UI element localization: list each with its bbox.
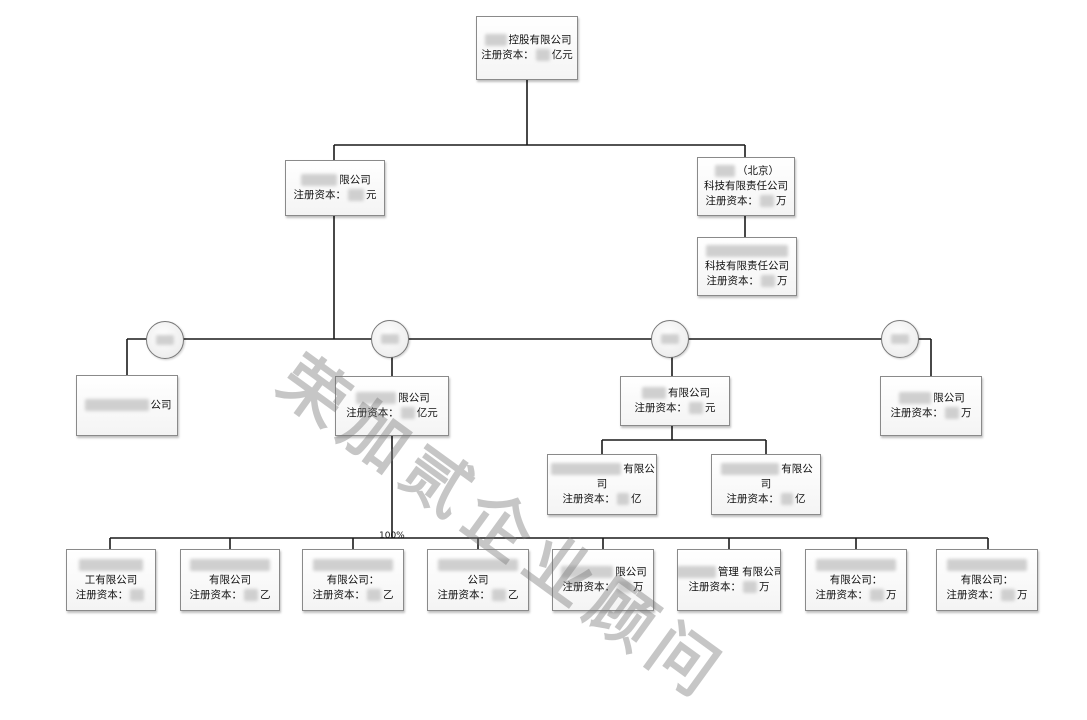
reg-capital-label: 注册资本： (346, 407, 399, 419)
bottom-company-3-name: 有限公司： (326, 573, 380, 586)
level2-c-name: 有限公司 (668, 387, 710, 399)
level1-left-box[interactable]: 限公司 注册资本： 元 (285, 160, 385, 216)
level2-c-box[interactable]: 有限公司 注册资本： 元 (620, 376, 730, 426)
bottom-company-8-unit: 万 (1017, 588, 1028, 601)
bottom-company-3-unit: 乙 (383, 588, 394, 601)
level3-left-box[interactable]: 有限公 司 注册资本： 亿 (547, 454, 657, 515)
reg-capital-label: 注册资本： (75, 588, 129, 601)
reg-capital-label: 注册资本： (634, 402, 688, 414)
level3-left-capital-unit: 亿 (631, 493, 642, 505)
level1-right-child-capital-unit: 万 (777, 275, 788, 287)
shareholding-circle (881, 320, 919, 358)
level2-b-name: 限公司 (398, 392, 430, 404)
bottom-company-7-unit: 万 (886, 588, 897, 601)
level1-right-capital-unit: 万 (776, 195, 787, 207)
shareholding-circle (651, 320, 689, 358)
reg-capital-label: 注册资本： (815, 588, 869, 601)
bottom-company-6[interactable]: 管理 有限公司 注册资本： 万 (677, 549, 781, 611)
reg-capital-label: 注册资本： (562, 581, 616, 593)
bottom-company-4-name: 公司 (467, 573, 489, 586)
reg-capital-label: 注册资本： (726, 493, 780, 505)
level1-left-capital-unit: 元 (366, 189, 377, 201)
bottom-company-1[interactable]: 工有限公司 注册资本： (66, 549, 156, 611)
bottom-company-2[interactable]: 有限公司 注册资本： 乙 (180, 549, 280, 611)
level2-c-capital-unit: 元 (705, 402, 716, 414)
bottom-company-6-unit: 万 (759, 581, 770, 593)
bottom-company-8[interactable]: 有限公司： 注册资本： 万 (936, 549, 1038, 611)
bottom-company-8-name: 有限公司： (960, 573, 1014, 586)
bottom-company-5-unit: 万 (633, 581, 644, 593)
reg-capital-label: 注册资本： (688, 581, 742, 593)
bottom-company-5[interactable]: 限公司 注册资本： 万 (552, 549, 654, 611)
bottom-company-2-name: 有限公司 (209, 573, 251, 586)
percent-label: 100% (379, 531, 405, 541)
level1-right-name: 科技有限责任公司 (704, 180, 788, 192)
level3-right-box[interactable]: 有限公 司 注册资本： 亿 (711, 454, 821, 515)
level2-d-name: 限公司 (933, 392, 965, 404)
shareholding-circle (146, 321, 184, 359)
level2-d-box[interactable]: 限公司 注册资本： 万 (880, 376, 982, 436)
bottom-company-1-name: 工有限公司 (84, 573, 138, 586)
shareholding-circle (371, 320, 409, 358)
reg-capital-label: 注册资本： (189, 588, 243, 601)
bottom-company-4-unit: 乙 (508, 588, 519, 601)
level1-right-name-part: （北京） (737, 165, 779, 177)
bottom-company-6-name: 管理 有限公司 (717, 566, 781, 578)
level2-d-capital-unit: 万 (961, 407, 972, 419)
level1-right-box[interactable]: （北京） 科技有限责任公司 注册资本： 万 (697, 157, 795, 216)
level3-right-name-2: 司 (760, 478, 772, 490)
bottom-company-7-name: 有限公司： (829, 573, 883, 586)
bottom-company-5-name: 限公司 (615, 566, 647, 578)
level2-b-capital-unit: 亿元 (416, 407, 438, 419)
reg-capital-label: 注册资本： (890, 407, 944, 419)
level1-left-name: 限公司 (339, 174, 371, 186)
level2-a-name: 公司 (150, 399, 172, 411)
root-company-box[interactable]: 控股有限公司 注册资本： 亿元 (476, 16, 578, 80)
reg-capital-label: 注册资本： (312, 588, 366, 601)
bottom-company-4[interactable]: 公司 注册资本： 乙 (427, 549, 529, 611)
level3-right-name: 有限公 (781, 463, 813, 475)
level3-right-capital-unit: 亿 (795, 493, 806, 505)
bottom-company-3[interactable]: 有限公司： 注册资本： 乙 (302, 549, 404, 611)
org-chart: 控股有限公司 注册资本：亿元 限公司 注册资本：元 （北京） 科技有限责任公司 … (66, 16, 1038, 716)
level2-b-box[interactable]: 限公司 注册资本： 亿元 (335, 376, 449, 436)
reg-capital-label: 注册资本： (946, 588, 1000, 601)
level2-a-box[interactable]: 公司 (76, 375, 178, 436)
root-capital-unit: 亿元 (551, 49, 573, 61)
root-company-name: 控股有限公司 (508, 34, 572, 46)
level1-right-child-name: 科技有限责任公司 (705, 260, 789, 272)
level1-right-child-box[interactable]: 科技有限责任公司 注册资本： 万 (697, 237, 797, 296)
bottom-company-2-unit: 乙 (260, 588, 271, 601)
reg-capital-label: 注册资本： (437, 588, 491, 601)
level3-left-name: 有限公 (623, 463, 655, 475)
reg-capital-label: 注册资本： (706, 275, 760, 287)
reg-capital-label: 注册资本： (705, 195, 759, 207)
connector-lines (109, 80, 989, 549)
bottom-company-7[interactable]: 有限公司： 注册资本： 万 (805, 549, 907, 611)
reg-capital-label: 注册资本： (293, 189, 347, 201)
level3-left-name-2: 司 (596, 478, 608, 490)
reg-capital-label: 注册资本： (562, 493, 616, 505)
reg-capital-label: 注册资本： (481, 49, 534, 61)
